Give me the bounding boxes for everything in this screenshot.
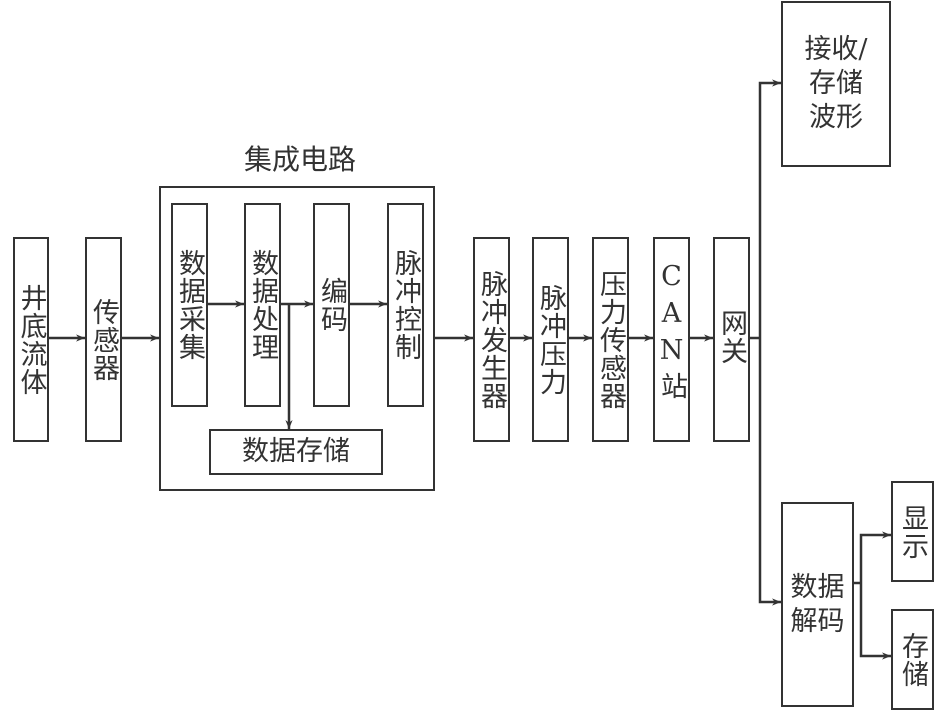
integrated-circuit-title: 集成电路 <box>244 143 357 176</box>
node-label: 井底流体 <box>15 283 47 396</box>
node-label: 压力传感器 <box>595 269 626 410</box>
node-data-acquisition: 数据采集 <box>171 203 208 407</box>
arrow-gateway-receive <box>758 79 781 338</box>
arrow-decoding-storage <box>859 583 891 660</box>
node-data-decoding: 数据 解码 <box>781 502 854 707</box>
node-receive-store-waveform: 接收/ 存储 波形 <box>781 1 891 167</box>
node-label: 脉冲控制 <box>390 249 421 361</box>
node-sensor: 传感器 <box>85 237 122 442</box>
node-can-station: CAN站 <box>653 237 690 442</box>
arrow-decoding-display <box>859 531 891 583</box>
node-label: 网关 <box>716 309 747 365</box>
node-label: 数据存储 <box>242 436 350 468</box>
node-display: 显示 <box>891 481 934 582</box>
node-label: 数据采集 <box>174 249 205 361</box>
node-storage: 存储 <box>891 609 934 710</box>
node-data-processing: 数据处理 <box>244 203 281 407</box>
node-data-storage: 数据存储 <box>209 429 383 475</box>
node-label: 数据处理 <box>247 249 278 361</box>
node-label: 传感器 <box>88 297 119 382</box>
node-well-fluid: 井底流体 <box>13 237 49 442</box>
node-pulse-control: 脉冲控制 <box>387 203 424 407</box>
arrow-gateway-decoding <box>758 338 781 606</box>
node-label: 脉冲压力 <box>535 283 566 396</box>
node-pulse-generator: 脉冲发生器 <box>473 237 510 442</box>
node-label: 接收/ 存储 波形 <box>804 34 868 133</box>
node-gateway: 网关 <box>713 237 750 442</box>
node-label: 数据 解码 <box>790 571 845 637</box>
node-label: CAN站 <box>656 261 687 405</box>
node-label: 存储 <box>897 631 928 688</box>
node-pressure-sensor: 压力传感器 <box>592 237 629 442</box>
node-pulse-pressure: 脉冲压力 <box>532 237 569 442</box>
node-label: 显示 <box>897 503 928 560</box>
integrated-circuit-group <box>159 186 435 491</box>
node-label: 编码 <box>316 277 347 333</box>
node-encoding: 编码 <box>313 203 350 407</box>
node-label: 脉冲发生器 <box>476 269 507 410</box>
